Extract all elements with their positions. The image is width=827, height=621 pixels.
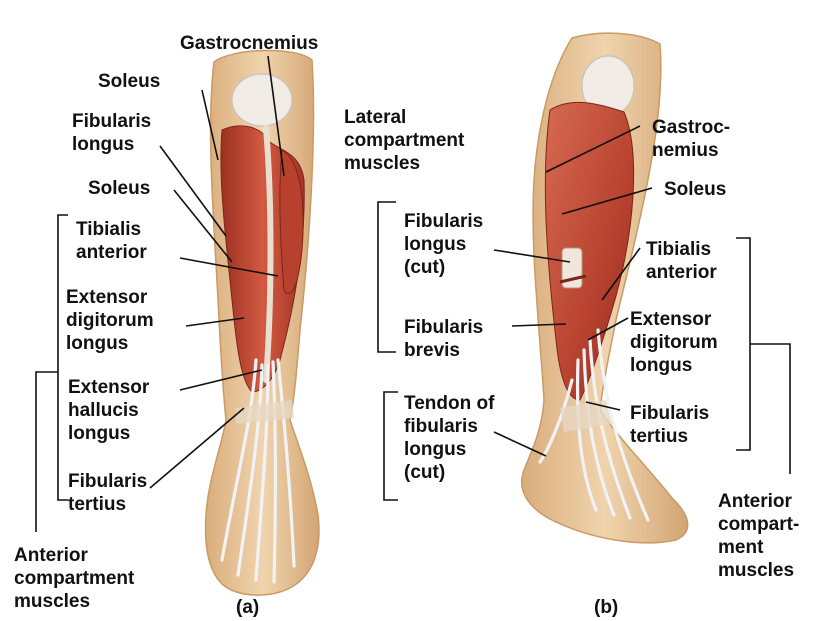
caption-b: (b) <box>594 596 618 619</box>
label-b-lateral-compartment-muscles: Lateral compartment muscles <box>344 106 464 175</box>
label-line: Extensor <box>66 286 154 309</box>
label-line: Extensor <box>630 308 718 331</box>
label-line: compartment <box>14 567 134 590</box>
label-line: muscles <box>344 152 464 175</box>
label-a-extensor-digitorum-longus: Extensor digitorum longus <box>66 286 154 355</box>
label-line: ment <box>718 536 799 559</box>
bracket-b-tendon <box>384 392 398 500</box>
label-line: muscles <box>718 559 799 582</box>
label-line: tertius <box>68 493 147 516</box>
label-line: digitorum <box>630 331 718 354</box>
leg-a-patella <box>232 74 292 126</box>
label-line: Extensor <box>68 376 149 399</box>
label-line: Fibularis <box>72 110 151 133</box>
label-b-tibialis-anterior: Tibialis anterior <box>646 238 717 284</box>
label-line: compartment <box>344 129 464 152</box>
label-a-tibialis-anterior: Tibialis anterior <box>76 218 147 264</box>
label-a-fibularis-longus: Fibularis longus <box>72 110 151 156</box>
label-line: longus <box>72 133 151 156</box>
label-line: anterior <box>76 241 147 264</box>
label-line: Fibularis <box>404 316 483 339</box>
leg-b-drawing <box>522 33 688 543</box>
label-line: longus <box>630 354 718 377</box>
label-b-fibularis-brevis: Fibularis brevis <box>404 316 483 362</box>
label-b-tendon-of-fibularis-longus: Tendon of fibularis longus (cut) <box>404 392 494 484</box>
label-line: nemius <box>652 139 730 162</box>
leg-a-drawing <box>206 50 319 595</box>
label-a-fibularis-tertius: Fibularis tertius <box>68 470 147 516</box>
label-line: compart- <box>718 513 799 536</box>
label-line: Tibialis <box>646 238 717 261</box>
label-line: (cut) <box>404 256 483 279</box>
label-line: longus <box>404 438 494 461</box>
label-line: Tendon of <box>404 392 494 415</box>
label-b-fibularis-tertius: Fibularis tertius <box>630 402 709 448</box>
label-a-anterior-compartment-muscles: Anterior compartment muscles <box>14 544 134 613</box>
label-a-extensor-hallucis-longus: Extensor hallucis longus <box>68 376 149 445</box>
label-b-fibularis-longus-cut: Fibularis longus (cut) <box>404 210 483 279</box>
label-b-soleus: Soleus <box>664 178 726 201</box>
caption-a: (a) <box>236 596 259 619</box>
label-line: longus <box>404 233 483 256</box>
bracket-b-anterior-outer <box>750 344 790 474</box>
label-line: Anterior <box>718 490 799 513</box>
bracket-b-lateral <box>378 202 396 352</box>
label-line: longus <box>66 332 154 355</box>
label-line: anterior <box>646 261 717 284</box>
label-line: Gastroc- <box>652 116 730 139</box>
label-line: Fibularis <box>68 470 147 493</box>
label-line: Fibularis <box>630 402 709 425</box>
label-line: (cut) <box>404 461 494 484</box>
label-line: Fibularis <box>404 210 483 233</box>
bracket-b-anterior-inner <box>736 238 750 450</box>
label-a-gastrocnemius: Gastrocnemius <box>180 32 318 55</box>
label-line: Anterior <box>14 544 134 567</box>
label-line: Tibialis <box>76 218 147 241</box>
label-line: brevis <box>404 339 483 362</box>
label-line: hallucis <box>68 399 149 422</box>
label-line: fibularis <box>404 415 494 438</box>
label-line: longus <box>68 422 149 445</box>
label-line: digitorum <box>66 309 154 332</box>
label-a-soleus-mid: Soleus <box>88 177 150 200</box>
label-b-gastrocnemius: Gastroc- nemius <box>652 116 730 162</box>
label-line: tertius <box>630 425 709 448</box>
label-line: Lateral <box>344 106 464 129</box>
label-b-anterior-compartment-muscles: Anterior compart- ment muscles <box>718 490 799 582</box>
label-a-soleus-top: Soleus <box>98 70 160 93</box>
label-line: muscles <box>14 590 134 613</box>
bracket-a-anterior-outer <box>36 372 58 532</box>
bracket-a-anterior-inner <box>58 215 68 500</box>
label-b-extensor-digitorum-longus: Extensor digitorum longus <box>630 308 718 377</box>
